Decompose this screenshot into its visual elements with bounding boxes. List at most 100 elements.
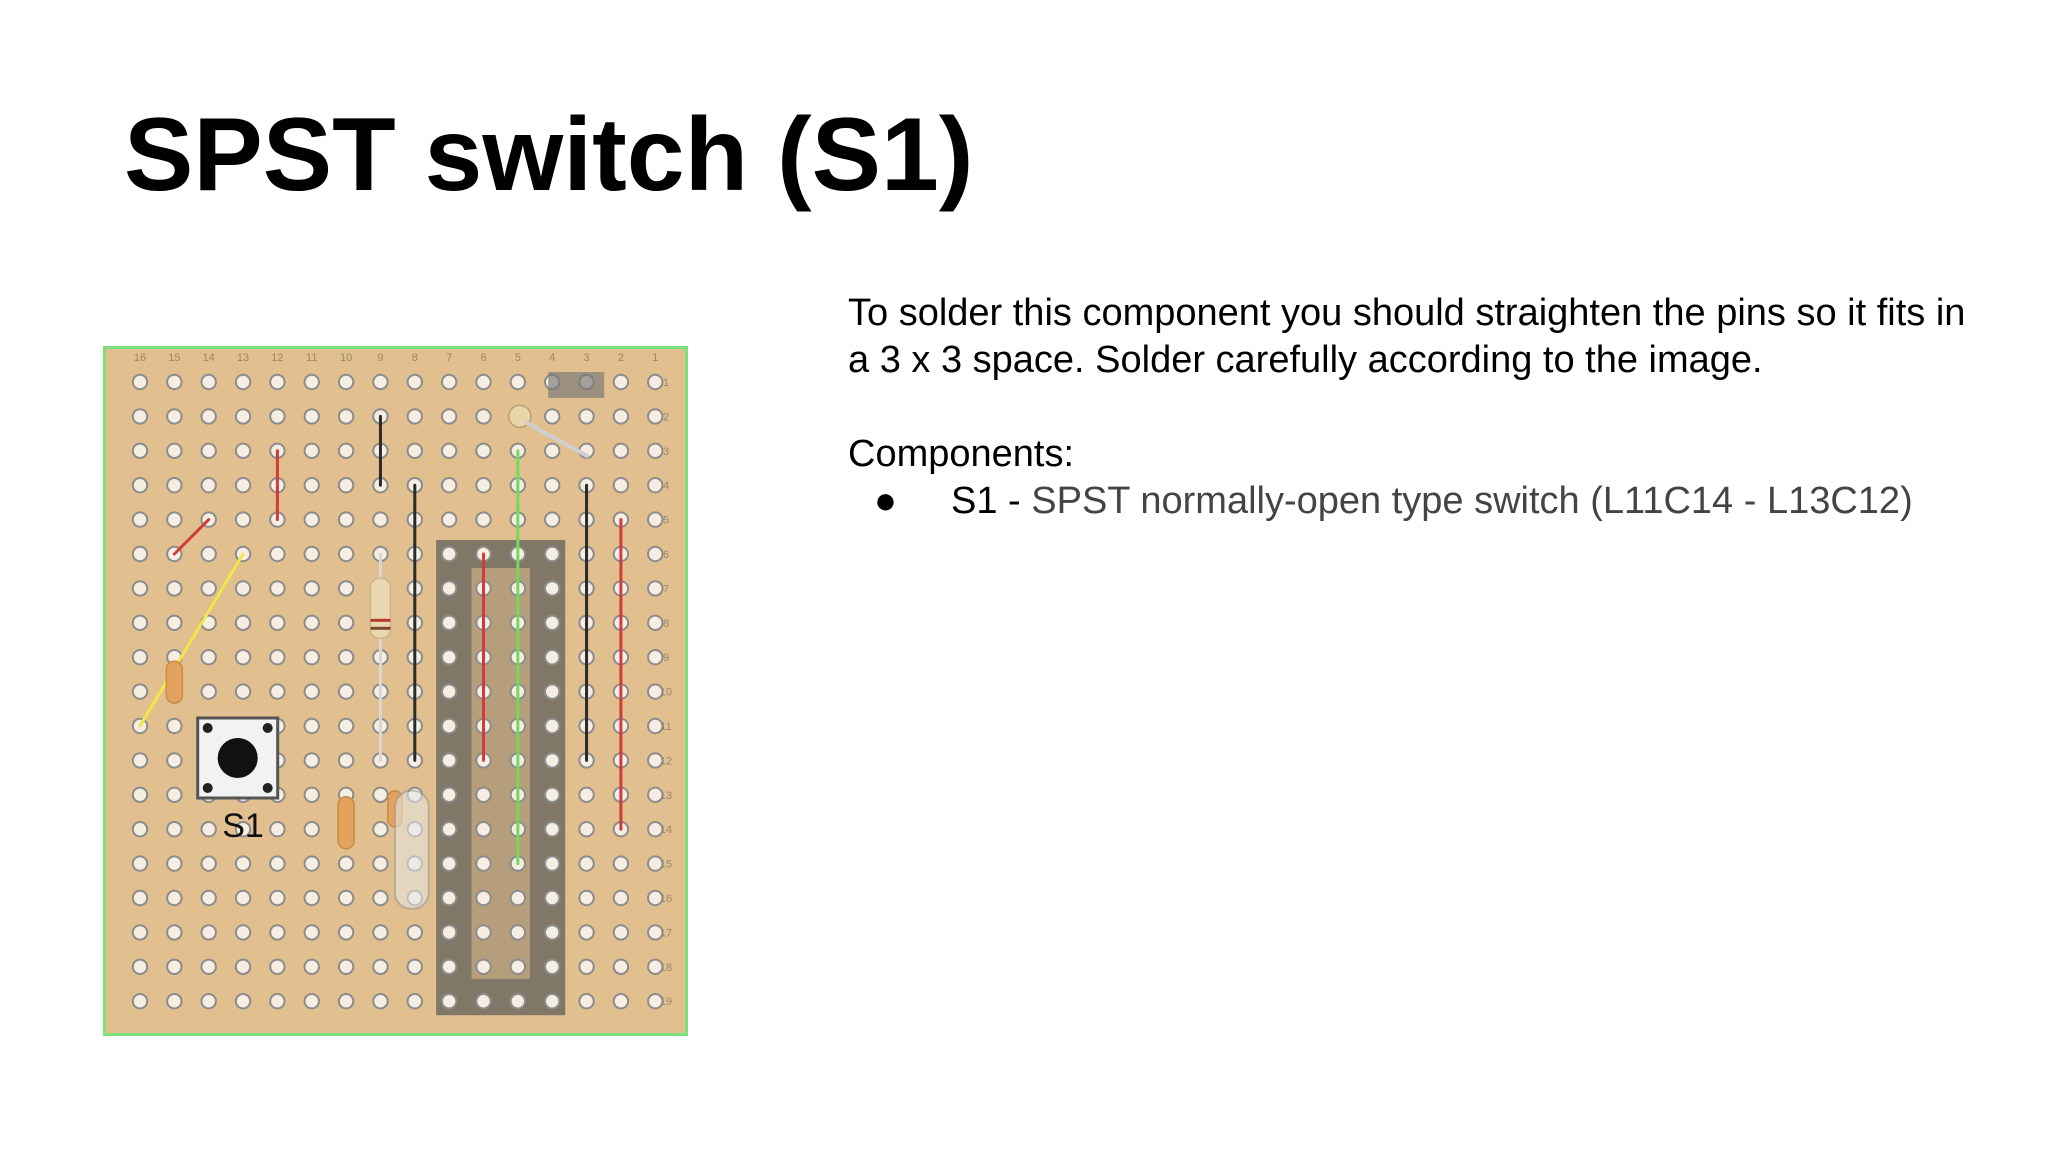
board-hole [303, 373, 320, 391]
board-hole [544, 683, 561, 700]
regulator-body [548, 372, 605, 398]
board-hole [200, 545, 217, 563]
board-hole [131, 958, 149, 975]
column-label: 9 [377, 352, 383, 364]
board-hole [544, 821, 561, 838]
row-label: 9 [663, 652, 669, 664]
column-label: 4 [549, 352, 555, 364]
board-hole [612, 993, 630, 1010]
board-hole [269, 924, 286, 941]
board-hole [372, 855, 389, 872]
board-hole [337, 855, 355, 872]
board-hole [544, 580, 561, 597]
board-hole [509, 993, 527, 1010]
board-hole [131, 683, 149, 700]
board-hole [200, 442, 217, 460]
board-hole [612, 442, 630, 460]
board-hole [303, 683, 320, 700]
row-label: 6 [663, 549, 669, 561]
board-hole [200, 683, 217, 700]
board-hole [647, 511, 664, 528]
board-hole [200, 924, 217, 941]
component-description: SPST normally-open type switch (L11C14 -… [1020, 480, 1913, 522]
board-hole [406, 373, 423, 391]
s1-switch-pin [262, 783, 273, 793]
board-hole [440, 511, 458, 528]
board-hole [166, 786, 183, 803]
board-hole [475, 958, 492, 975]
row-label: 3 [663, 446, 669, 458]
resistor-r1 [369, 577, 392, 640]
board-hole [234, 649, 252, 666]
board-hole [647, 649, 664, 666]
board-hole [406, 442, 423, 460]
board-hole [131, 993, 149, 1010]
board-hole [475, 889, 492, 907]
board-hole [406, 408, 423, 425]
board-hole [303, 786, 320, 803]
board-hole [475, 924, 492, 941]
board-hole [131, 511, 149, 528]
board-hole [440, 477, 458, 494]
board-hole [234, 442, 252, 460]
s1-switch-button [217, 738, 258, 778]
board-hole [475, 993, 492, 1010]
s1-switch-pin [202, 783, 213, 793]
resistor-band [370, 618, 391, 622]
board-hole [200, 993, 217, 1010]
board-hole [647, 545, 664, 563]
board-hole [303, 614, 320, 631]
board-hole [200, 580, 217, 597]
board-hole [166, 477, 183, 494]
column-label: 12 [271, 352, 283, 364]
board-hole [269, 649, 286, 666]
board-hole [337, 545, 355, 563]
board-hole [269, 408, 286, 425]
crystal-oscillator [393, 789, 430, 910]
board-hole [200, 855, 217, 872]
board-hole [612, 477, 630, 494]
board-hole [440, 924, 458, 941]
board-hole [544, 442, 561, 460]
resistor-band [370, 626, 391, 630]
board-hole [475, 477, 492, 494]
board-hole [475, 855, 492, 872]
board-hole [440, 855, 458, 872]
board-hole [303, 855, 320, 872]
column-label: 5 [515, 352, 521, 364]
board-hole [303, 580, 320, 597]
board-hole [440, 786, 458, 803]
board-hole [544, 752, 561, 769]
board-hole [509, 373, 527, 391]
board-hole [440, 683, 458, 700]
board-hole [544, 924, 561, 941]
board-hole [372, 373, 389, 391]
board-hole [475, 511, 492, 528]
board-hole [337, 958, 355, 975]
board-hole [612, 958, 630, 975]
board-hole [440, 408, 458, 425]
board-hole [234, 889, 252, 907]
board-hole [509, 924, 527, 941]
bullet-icon: ● [874, 480, 897, 522]
s1-switch-pin [202, 723, 213, 733]
board-hole [303, 924, 320, 941]
column-label: 6 [480, 352, 486, 364]
capacitor [508, 404, 532, 429]
board-hole [234, 924, 252, 941]
board-hole [269, 993, 286, 1010]
board-hole [440, 889, 458, 907]
board-hole [647, 786, 664, 803]
red-jumper-wire [172, 518, 211, 556]
board-hole [131, 580, 149, 597]
board-hole [647, 477, 664, 494]
board-hole [166, 752, 183, 769]
board-hole [544, 786, 561, 803]
board-hole [440, 821, 458, 838]
board-hole [337, 477, 355, 494]
board-hole [303, 649, 320, 666]
board-hole [475, 373, 492, 391]
board-hole [337, 924, 355, 941]
board-hole [440, 373, 458, 391]
